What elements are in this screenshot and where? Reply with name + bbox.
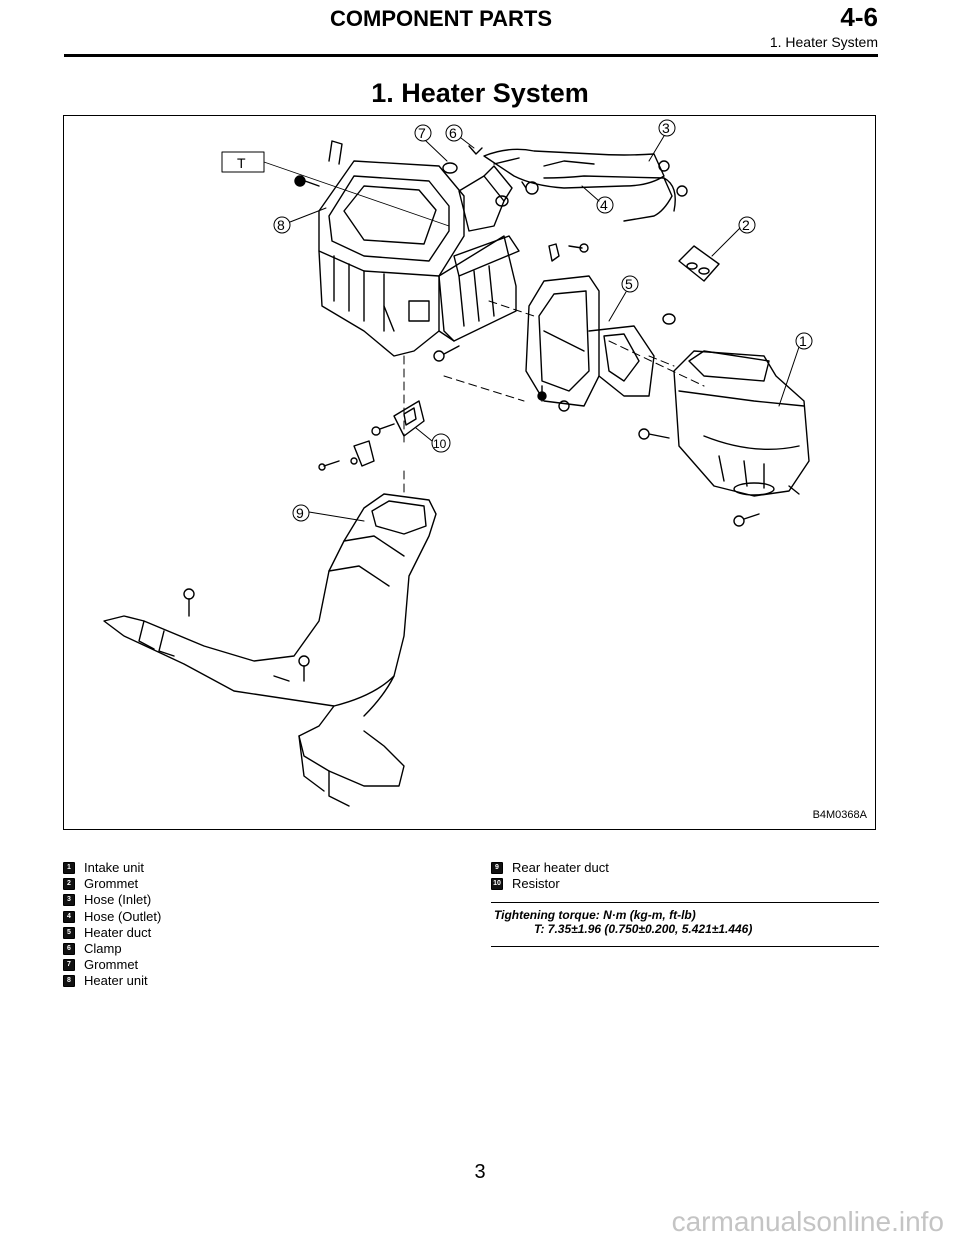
legend-item: 3 Hose (Inlet): [63, 892, 161, 908]
callout-7: 7: [418, 125, 426, 141]
legend-number: 7: [63, 959, 75, 972]
legend-item: 9 Rear heater duct: [491, 860, 609, 876]
header-section-title: COMPONENT PARTS: [330, 6, 553, 31]
figure-id: B4M0368A: [812, 809, 867, 821]
legend-item: 2 Grommet: [63, 876, 161, 892]
legend-number: 8: [63, 975, 75, 988]
torque-spec: Tightening torque: N·m (kg-m, ft-lb) T: …: [491, 902, 879, 947]
callout-4: 4: [600, 197, 608, 213]
page-number: 3: [474, 1161, 486, 1183]
heater-duct-drawing: [525, 275, 655, 407]
heater-system-diagram: T: [103, 119, 813, 807]
resistor-drawing: [393, 400, 425, 437]
legend-label: Hose (Outlet): [84, 908, 162, 924]
heater-unit-drawing: [318, 140, 520, 362]
legend-label: Clamp: [84, 940, 122, 956]
legend-item: 10 Resistor: [491, 876, 609, 892]
legend-number: 1: [63, 862, 75, 875]
header-rule: [64, 54, 878, 57]
legend-number: 6: [63, 943, 75, 956]
figure-frame: T: [63, 115, 876, 830]
callout-2: 2: [742, 217, 750, 233]
legend-right: 9 Rear heater duct 10 Resistor: [491, 860, 609, 892]
callout-3: 3: [662, 120, 670, 136]
legend-label: Heater duct: [84, 924, 152, 940]
tag-T: T: [237, 155, 246, 171]
legend-label: Resistor: [512, 876, 560, 892]
legend-number: 2: [63, 878, 75, 891]
callout-5: 5: [625, 276, 633, 292]
callout-1: 1: [799, 333, 807, 349]
callout-labels: 1 2 3 4 5 6 7 8 9 10: [273, 119, 813, 522]
legend-item: 1 Intake unit: [63, 860, 161, 876]
rear-heater-duct-drawing: [103, 493, 437, 807]
legend-label: Intake unit: [84, 860, 144, 875]
hoses-drawing: [442, 145, 688, 222]
legend-label: Hose (Inlet): [84, 892, 152, 908]
legend-number: 5: [63, 926, 75, 939]
legend-item: 4 Hose (Outlet): [63, 909, 161, 925]
intake-unit-drawing: [673, 350, 810, 497]
callout-6: 6: [449, 125, 457, 141]
header-section-number: 4-6: [840, 2, 878, 32]
legend-label: Rear heater duct: [512, 860, 609, 875]
callout-9: 9: [296, 505, 304, 521]
legend-number: 3: [63, 894, 75, 907]
legend-number: 10: [491, 878, 503, 891]
page-title: 1. Heater System: [371, 78, 589, 108]
legend-number: 4: [63, 910, 75, 923]
callout-8: 8: [277, 217, 285, 233]
legend-number: 9: [491, 862, 503, 875]
torque-heading: Tightening torque: N·m (kg-m, ft-lb): [494, 908, 696, 922]
legend-item: 7 Grommet: [63, 957, 161, 973]
grommet-drawing: [678, 245, 720, 282]
legend-label: Grommet: [84, 957, 139, 973]
torque-value: T: 7.35±1.96 (0.750±0.200, 5.421±1.446): [534, 922, 753, 936]
legend-label: Heater unit: [84, 973, 148, 989]
header-subtitle: 1. Heater System: [769, 34, 878, 50]
legend-item: 6 Clamp: [63, 941, 161, 957]
callout-10: 10: [433, 437, 447, 451]
legend-item: 5 Heater duct: [63, 925, 161, 941]
watermark: carmanualsonline.info: [671, 1206, 944, 1237]
legend-item: 8 Heater unit: [63, 973, 161, 989]
legend-label: Grommet: [84, 876, 139, 892]
